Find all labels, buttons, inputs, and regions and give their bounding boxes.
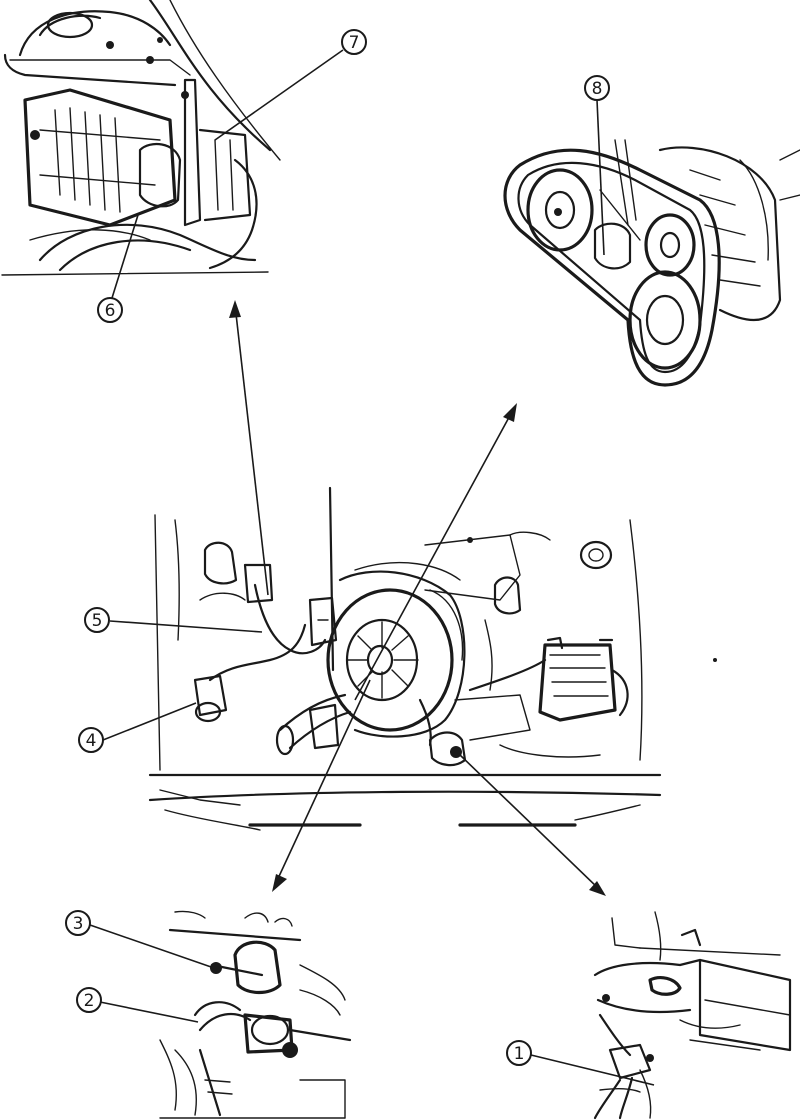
callout-3: 3 bbox=[65, 910, 91, 936]
callout-4: 4 bbox=[78, 727, 104, 753]
callout-8-label: 8 bbox=[592, 79, 603, 99]
leader-lines bbox=[89, 49, 655, 1086]
callout-6: 6 bbox=[97, 297, 123, 323]
callout-7: 7 bbox=[341, 29, 367, 55]
detail-top-left bbox=[1, 0, 281, 276]
callout-2-label: 2 bbox=[84, 991, 95, 1011]
main-engine-view bbox=[148, 486, 717, 831]
callout-5-label: 5 bbox=[92, 611, 103, 631]
detail-bottom-left bbox=[159, 910, 352, 1119]
callout-8: 8 bbox=[584, 75, 610, 101]
callout-3-label: 3 bbox=[73, 914, 84, 934]
detail-top-right bbox=[503, 139, 800, 387]
callout-4-label: 4 bbox=[86, 731, 97, 751]
callout-7-label: 7 bbox=[349, 33, 360, 53]
detail-bottom-right bbox=[593, 911, 792, 1120]
callout-1-label: 1 bbox=[514, 1044, 525, 1064]
callout-1: 1 bbox=[506, 1040, 532, 1066]
pointer-arrows bbox=[229, 300, 606, 896]
callout-5: 5 bbox=[84, 607, 110, 633]
callout-2: 2 bbox=[76, 987, 102, 1013]
callout-6-label: 6 bbox=[105, 301, 116, 321]
